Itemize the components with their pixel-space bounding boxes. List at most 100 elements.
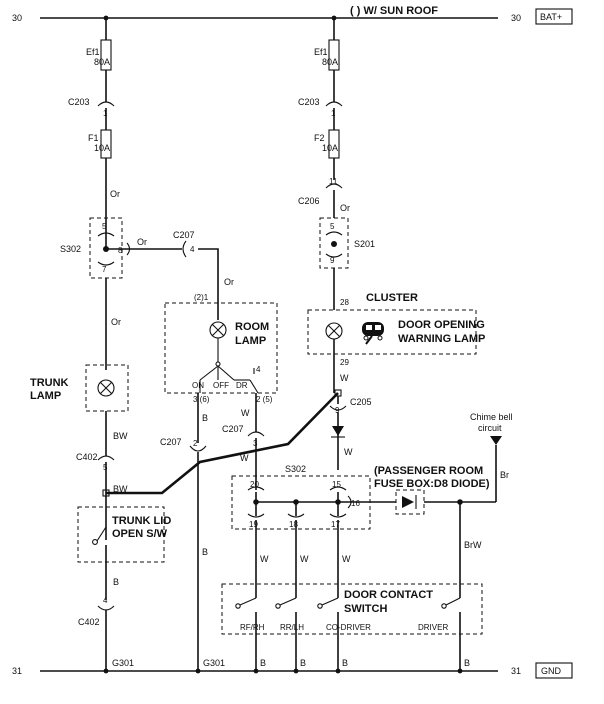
- svg-text:5: 5: [330, 222, 335, 231]
- fuse-ef1-right: Ef1 80A: [314, 39, 340, 71]
- s302-pin8-bracket: [126, 242, 131, 256]
- bus-right-node: 30: [511, 13, 521, 23]
- svg-text:RR/LH: RR/LH: [280, 623, 304, 632]
- gnd-left-node: 31: [12, 666, 22, 676]
- wire-color-w-6: W: [300, 554, 309, 564]
- ground-g301-left-dot: [103, 668, 109, 674]
- svg-text:C207: C207: [173, 230, 195, 240]
- svg-text:9: 9: [330, 256, 335, 265]
- svg-text:Ef1: Ef1: [314, 47, 328, 57]
- svg-text:C203: C203: [298, 97, 320, 107]
- wire-color-w-2: W: [240, 453, 249, 463]
- trunk-lid-switch: TRUNK LID OPEN S/W: [77, 506, 171, 563]
- chime-bell-terminal: Chime bell circuit: [470, 412, 513, 445]
- fuse-ef1-left: Ef1 80A: [86, 39, 112, 71]
- svg-text:(2)1: (2)1: [194, 293, 209, 302]
- svg-text:10A: 10A: [322, 143, 338, 153]
- wire-color-w-1: W: [241, 408, 250, 418]
- fuse-f1: F1 10A: [88, 129, 112, 159]
- svg-text:WARNING LAMP: WARNING LAMP: [398, 333, 485, 345]
- connector-c207-low: 2 C207: [160, 437, 207, 452]
- wire-color-b-7: B: [464, 658, 470, 668]
- svg-text:C402: C402: [76, 452, 98, 462]
- svg-text:CO-DRIVER: CO-DRIVER: [326, 623, 371, 632]
- svg-text:DOOR CONTACT: DOOR CONTACT: [344, 589, 433, 601]
- svg-text:C205: C205: [350, 397, 372, 407]
- svg-text:S201: S201: [354, 239, 375, 249]
- wire-color-b-6: B: [342, 658, 348, 668]
- wire-color-or-4: Or: [111, 317, 121, 327]
- svg-text:Ef1: Ef1: [86, 47, 100, 57]
- wire-color-b-4: B: [260, 658, 266, 668]
- connector-c402-top: C402 5: [76, 452, 115, 472]
- svg-text:F1: F1: [88, 133, 99, 143]
- wire-color-bw-2: BW: [113, 484, 128, 494]
- svg-text:20: 20: [250, 480, 259, 489]
- bat-tag-box: [535, 8, 573, 25]
- svg-text:TRUNK LID: TRUNK LID: [112, 515, 171, 527]
- ground-g301-left: G301: [112, 658, 134, 668]
- bus-left-node: 30: [12, 13, 22, 23]
- fuse-f2: F2 10A: [314, 129, 340, 159]
- svg-text:11: 11: [329, 177, 338, 186]
- gnd-right-node: 31: [511, 666, 521, 676]
- svg-text:80A: 80A: [322, 57, 338, 67]
- splice-s302-top: S302 5 8 7: [60, 217, 123, 279]
- connector-c207-mid: 3 C207: [222, 424, 265, 448]
- connector-c203-left: C203 1: [68, 97, 115, 118]
- door-switch-rr-lh: RR/LH: [275, 597, 304, 671]
- room-lamp: (2)1 ROOM LAMP 4 ON OFF DR: [164, 293, 278, 394]
- svg-text:C207: C207: [160, 437, 182, 447]
- wire-color-b-5: B: [300, 658, 306, 668]
- door-switch-co-driver: CO-DRIVER: [317, 597, 371, 671]
- svg-text:4: 4: [256, 365, 261, 374]
- svg-text:OFF: OFF: [213, 381, 229, 390]
- svg-text:16: 16: [351, 499, 360, 508]
- wire-color-or-1: Or: [110, 189, 120, 199]
- car-door-icon: [362, 322, 384, 345]
- diode-d8: [395, 489, 425, 515]
- svg-text:ON: ON: [192, 381, 204, 390]
- connector-c206: 11 C206: [298, 177, 343, 206]
- door-switch-driver: DRIVER: [418, 597, 461, 671]
- diode-note-2: FUSE BOX:D8 DIODE): [374, 478, 490, 490]
- splice-s302-bottom: S302 20 15 19 18 17 16: [231, 464, 371, 530]
- bw-heavy-route: [106, 392, 339, 495]
- svg-text:DOOR OPENING: DOOR OPENING: [398, 319, 485, 331]
- svg-text:C402: C402: [78, 617, 100, 627]
- svg-text:C203: C203: [68, 97, 90, 107]
- bat-tag: BAT+: [540, 12, 562, 22]
- svg-text:15: 15: [332, 480, 341, 489]
- wire-color-or-3: Or: [224, 277, 234, 287]
- svg-text:C207: C207: [222, 424, 244, 434]
- wire-color-w-4: W: [344, 447, 353, 457]
- wire-color-br: Br: [500, 470, 509, 480]
- svg-text:S302: S302: [60, 244, 81, 254]
- wire-color-w-7: W: [342, 554, 351, 564]
- ground-g301-right-dot: [195, 668, 201, 674]
- gnd-tag-box: [535, 662, 573, 679]
- wire-color-b-3: B: [202, 547, 208, 557]
- svg-text:TRUNK: TRUNK: [30, 377, 69, 389]
- cluster-warning-lamp: DOOR OPENING WARNING LAMP: [307, 309, 485, 355]
- svg-text:17: 17: [331, 520, 340, 529]
- svg-text:C206: C206: [298, 196, 320, 206]
- cluster-pin-29: 29: [340, 358, 349, 367]
- wire-color-b-2: B: [202, 413, 208, 423]
- svg-text:S302: S302: [285, 464, 306, 474]
- svg-text:80A: 80A: [94, 57, 110, 67]
- svg-text:OPEN S/W: OPEN S/W: [112, 528, 168, 540]
- room-lamp-pin-b: 2 (5): [256, 395, 273, 404]
- svg-text:DR: DR: [236, 381, 248, 390]
- ground-g301-right: G301: [203, 658, 225, 668]
- wire-color-w-5: W: [260, 554, 269, 564]
- svg-text:DRIVER: DRIVER: [418, 623, 448, 632]
- room-lamp-pin-a: 3 (6): [193, 395, 210, 404]
- wire-color-w-3: W: [340, 373, 349, 383]
- svg-text:F2: F2: [314, 133, 325, 143]
- cluster-label: CLUSTER: [366, 292, 418, 304]
- svg-text:4: 4: [103, 596, 108, 605]
- svg-text:2: 2: [193, 439, 198, 448]
- wire-color-or-2: Or: [137, 237, 147, 247]
